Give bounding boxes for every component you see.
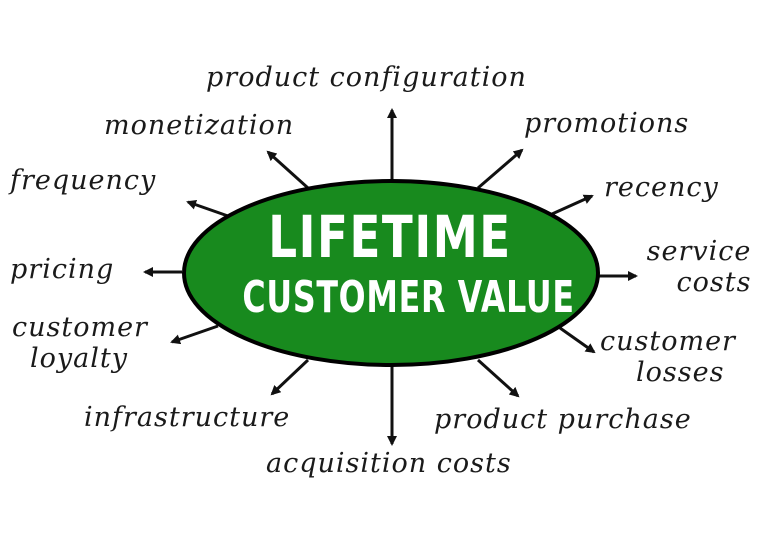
center-title-line-2: CUSTOMER VALUE — [242, 272, 575, 323]
arrow-promotions — [477, 148, 524, 190]
arrow-product-purchase — [476, 358, 520, 398]
label-monetization: monetization — [104, 110, 295, 141]
arrow-customer-loyalty — [170, 324, 219, 345]
label-customer-losses: customer losses — [600, 326, 736, 388]
label-recency: recency — [604, 172, 719, 203]
label-service-costs: service costs — [640, 236, 758, 298]
arrow-monetization — [266, 150, 310, 190]
center-title-line-1: LIFETIME — [268, 203, 512, 271]
label-product-configuration: product configuration — [206, 62, 527, 93]
label-frequency: frequency — [10, 165, 157, 196]
label-service-costs-line-1: service — [646, 236, 752, 267]
label-customer-losses-line-1: customer — [600, 326, 736, 357]
label-customer-loyalty-line-2: loyalty — [30, 343, 128, 375]
label-customer-loyalty: customer loyalty — [12, 312, 148, 374]
label-product-purchase: product purchase — [434, 404, 692, 435]
center-ellipse — [182, 179, 600, 367]
arrows — [143, 108, 638, 446]
arrow-customer-losses — [559, 326, 596, 354]
label-customer-loyalty-line-1: customer — [12, 312, 148, 343]
label-acquisition-costs: acquisition costs — [266, 448, 512, 479]
arrow-frequency — [186, 199, 229, 218]
label-infrastructure: infrastructure — [84, 402, 291, 433]
label-pricing: pricing — [10, 254, 115, 285]
arrow-recency — [551, 194, 594, 216]
label-service-costs-line-2: costs — [676, 267, 752, 299]
label-promotions: promotions — [524, 108, 690, 139]
label-customer-losses-line-2: losses — [636, 357, 725, 389]
arrow-infrastructure — [270, 358, 310, 396]
